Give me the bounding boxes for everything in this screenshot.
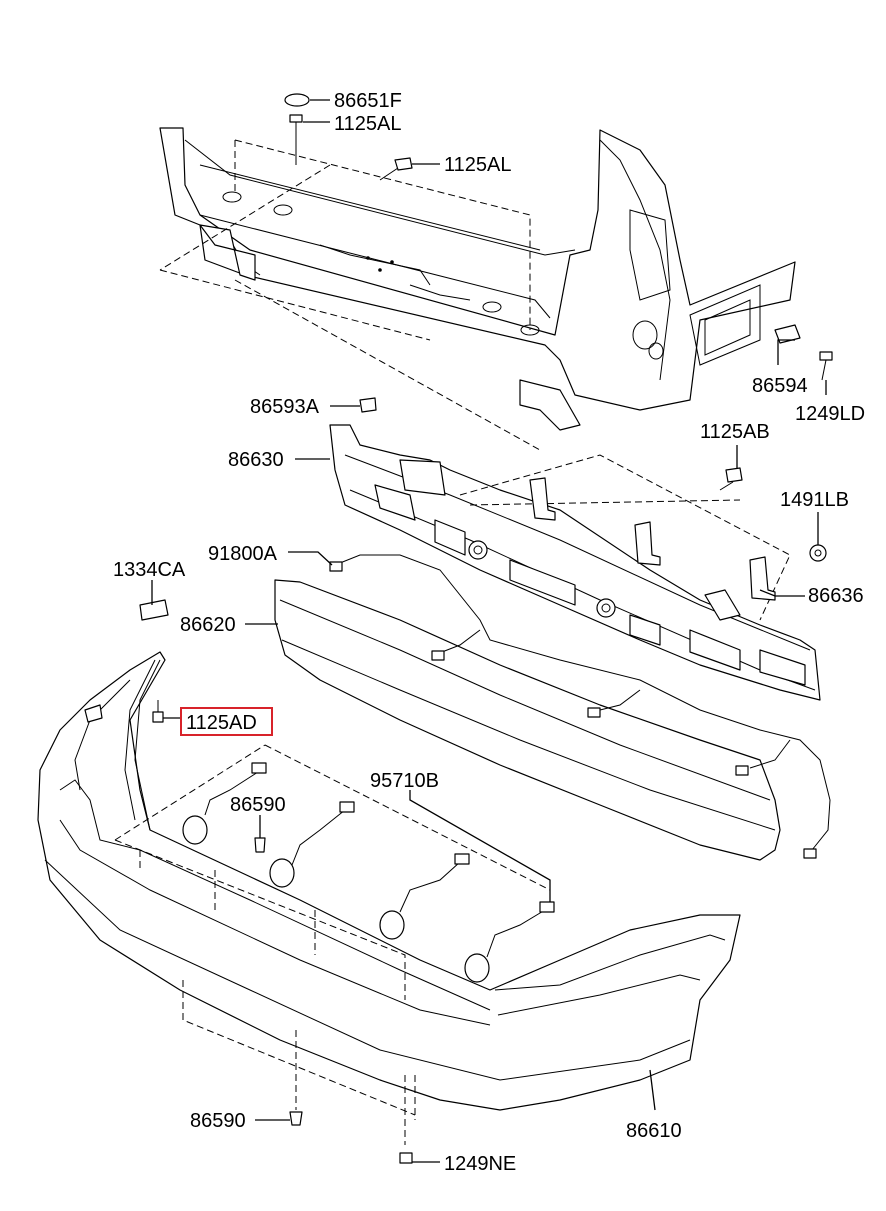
label-1249LD[interactable]: 1249LD (795, 403, 865, 425)
label-86594[interactable]: 86594 (752, 375, 808, 397)
nut-1491LB-icon (809, 544, 827, 562)
clip-86590-b-icon (289, 1111, 303, 1126)
label-86610[interactable]: 86610 (626, 1120, 682, 1142)
dashed-guide-lines-bottom (114, 744, 551, 1145)
label-86620[interactable]: 86620 (180, 614, 236, 636)
screw-1249NE-icon (399, 1152, 413, 1164)
label-1125AD[interactable]: 1125AD (186, 712, 257, 734)
label-86636[interactable]: 86636 (808, 585, 864, 607)
bottom-fasteners (289, 1111, 413, 1164)
bumper-absorber-86630 (329, 397, 821, 701)
clip-86594-icon (774, 324, 801, 344)
bumper-cover-86610 (37, 599, 741, 1111)
cap-86651F-icon (284, 93, 310, 107)
label-95710B[interactable]: 95710B (370, 770, 439, 792)
top-fasteners (284, 93, 833, 381)
screw-1249LD-icon (819, 351, 833, 361)
clip-1334CA-icon (139, 599, 169, 621)
bolt-1125AL-a-icon (289, 114, 303, 123)
bumper-reinforcement-86620 (274, 579, 781, 861)
label-86630[interactable]: 86630 (228, 449, 284, 471)
parking-sensors-95710B (182, 762, 555, 983)
brackets-86636 (459, 454, 827, 621)
dashed-guide-lines-top (159, 139, 541, 451)
part-labels: 86651F 1125AL 1125AL 86593A 86630 1125AB… (113, 90, 865, 1175)
highlight-box-1125AD (180, 707, 273, 736)
clip-86590-a-icon (254, 837, 266, 853)
label-86590-a[interactable]: 86590 (230, 794, 286, 816)
label-1125AL-b[interactable]: 1125AL (444, 154, 511, 176)
label-1249NE[interactable]: 1249NE (444, 1153, 516, 1175)
label-1125AB[interactable]: 1125AB (700, 421, 770, 443)
label-86651F[interactable]: 86651F (334, 90, 402, 112)
label-1491LB[interactable]: 1491LB (780, 489, 849, 511)
leader-lines (151, 99, 827, 1163)
label-86590-b[interactable]: 86590 (190, 1110, 246, 1132)
wiring-harness-91800A (329, 554, 831, 859)
rear-body-panel (159, 127, 796, 431)
label-1334CA[interactable]: 1334CA (113, 559, 186, 581)
label-86593A[interactable]: 86593A (250, 396, 320, 418)
label-1125AL-a[interactable]: 1125AL (334, 113, 401, 135)
screw-1125AD-icon (152, 711, 164, 723)
label-91800A[interactable]: 91800A (208, 543, 278, 565)
bolt-1125AB-icon (725, 467, 743, 483)
bolt-1125AL-b-icon (394, 157, 413, 171)
clip-86593A-icon (359, 397, 377, 413)
